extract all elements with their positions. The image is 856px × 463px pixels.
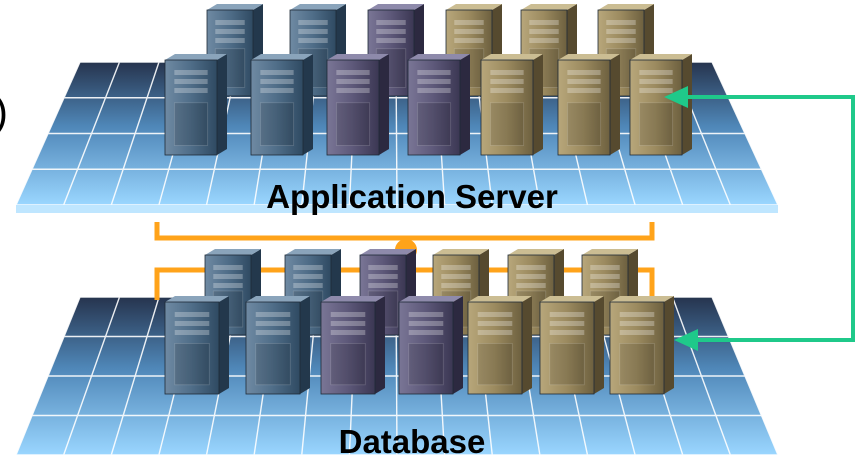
server-tower-icon — [250, 54, 313, 156]
app-server-group — [164, 4, 692, 156]
server-tower-icon — [320, 296, 385, 395]
app-tier-label: Application Server — [266, 178, 558, 215]
server-tower-icon — [557, 54, 620, 156]
server-tower-icon — [480, 54, 543, 156]
server-tower-icon — [164, 296, 229, 395]
db-tier-label: Database — [338, 423, 486, 460]
server-tower-icon — [629, 54, 692, 156]
server-tower-icon — [326, 54, 389, 156]
server-tower-icon — [609, 296, 674, 395]
server-tower-icon — [164, 54, 227, 156]
server-tower-icon — [539, 296, 604, 395]
edge-glyph: ) — [0, 88, 8, 136]
server-tower-icon — [206, 4, 263, 97]
server-tower-icon — [245, 296, 310, 395]
server-tower-icon — [467, 296, 532, 395]
server-tower-icon — [407, 54, 470, 156]
db-server-group — [164, 249, 674, 395]
green-arrowhead-top — [664, 86, 688, 108]
green-arrowhead-bottom — [674, 329, 698, 351]
green-arrow-icon — [680, 95, 855, 342]
server-tower-icon — [398, 296, 463, 395]
